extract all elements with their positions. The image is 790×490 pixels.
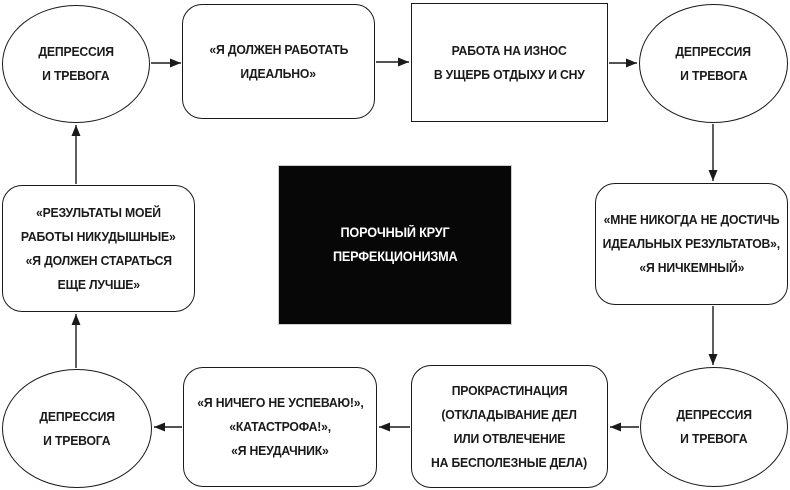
node-text-line: И ТРЕВОГА	[42, 68, 110, 83]
node-text-line: ДЕПРЕССИЯ	[675, 43, 752, 59]
node-text-line: И ТРЕВОГА	[680, 431, 748, 446]
node-text-line: И ТРЕВОГА	[43, 432, 111, 448]
node-catastrophizing: «Я НИЧЕГО НЕ УСПЕВАЮ!», «КАТАСТРОФА!», «…	[183, 367, 377, 487]
node-text-line: НА БЕСПОЛЕЗНЫЕ ДЕЛА)	[431, 454, 588, 470]
node-text-line: ДЕПРЕССИЯ	[39, 408, 115, 424]
node-text-line: В УЩЕРБ ОТДЫХУ И СНУ	[434, 66, 585, 82]
node-text-line: РАБОТА НА ИЗНОС	[452, 42, 567, 58]
node-text-line: ДЕПРЕССИЯ	[38, 44, 114, 59]
diagram-title-line: ПОРОЧНЫЙ КРУГ	[340, 225, 450, 240]
node-text-line: И ТРЕВОГА	[679, 67, 748, 83]
node-results-worthless: «РЕЗУЛЬТАТЫ МОЕЙ РАБОТЫ НИКУДЫШНЫЕ» «Я Д…	[2, 185, 195, 312]
node-text-line: ИЛИ ОТВЛЕЧЕНИЕ	[453, 430, 566, 446]
node-depression-top-left: ДЕПРЕССИЯ И ТРЕВОГА	[2, 5, 150, 123]
node-text-line: «Я ДОЛЖЕН РАБОТАТЬ	[209, 41, 348, 57]
node-text-line: (ОТКЛАДЫВАНИЕ ДЕЛ	[441, 406, 578, 422]
node-text-line: ИДЕАЛЬНЫХ РЕЗУЛЬТАТОВ»,	[602, 236, 781, 251]
node-work-to-exhaustion: РАБОТА НА ИЗНОС В УЩЕРБ ОТДЫХУ И СНУ	[411, 3, 608, 122]
node-text-line: ДЕПРЕССИЯ	[676, 407, 752, 422]
node-text-line: «МНЕ НИКОГДА НЕ ДОСТИЧЬ	[603, 212, 780, 227]
node-text-line: РАБОТЫ НИКУДЫШНЫЕ»	[21, 228, 176, 244]
node-text-line: «РЕЗУЛЬТАТЫ МОЕЙ	[36, 204, 161, 220]
node-depression-top-right: ДЕПРЕССИЯ И ТРЕВОГА	[639, 4, 788, 123]
diagram-title-line: ПЕРФЕКЦИОНИЗМА	[332, 249, 458, 264]
node-depression-bottom-left: ДЕПРЕССИЯ И ТРЕВОГА	[2, 369, 152, 488]
diagram-title-box: ПОРОЧНЫЙ КРУГ ПЕРФЕКЦИОНИЗМА	[278, 165, 512, 325]
node-text-line: ИДЕАЛЬНО»	[240, 65, 317, 81]
node-depression-bottom-right: ДЕПРЕССИЯ И ТРЕВОГА	[640, 367, 788, 487]
node-text-line: «Я НИЧЕГО НЕ УСПЕВАЮ!»,	[196, 395, 364, 410]
node-procrastination: ПРОКРАСТИНАЦИЯ (ОТКЛАДЫВАНИЕ ДЕЛ ИЛИ ОТВ…	[411, 365, 608, 488]
node-text-line: ЕЩЕ ЛУЧШЕ»	[57, 276, 140, 292]
node-text-line: ПРОКРАСТИНАЦИЯ	[451, 382, 568, 398]
node-must-work-ideally: «Я ДОЛЖЕН РАБОТАТЬ ИДЕАЛЬНО»	[182, 4, 375, 119]
node-text-line: «Я ДОЛЖЕН СТАРАТЬСЯ	[25, 252, 172, 268]
node-text-line: «Я НИЧКЕМНЫЙ»	[639, 260, 744, 275]
node-text-line: «Я НЕУДАЧНИК»	[231, 443, 329, 458]
node-text-line: «КАТАСТРОФА!»,	[229, 419, 331, 434]
node-never-achieve-ideal: «МНЕ НИКОГДА НЕ ДОСТИЧЬ ИДЕАЛЬНЫХ РЕЗУЛЬ…	[595, 183, 788, 305]
